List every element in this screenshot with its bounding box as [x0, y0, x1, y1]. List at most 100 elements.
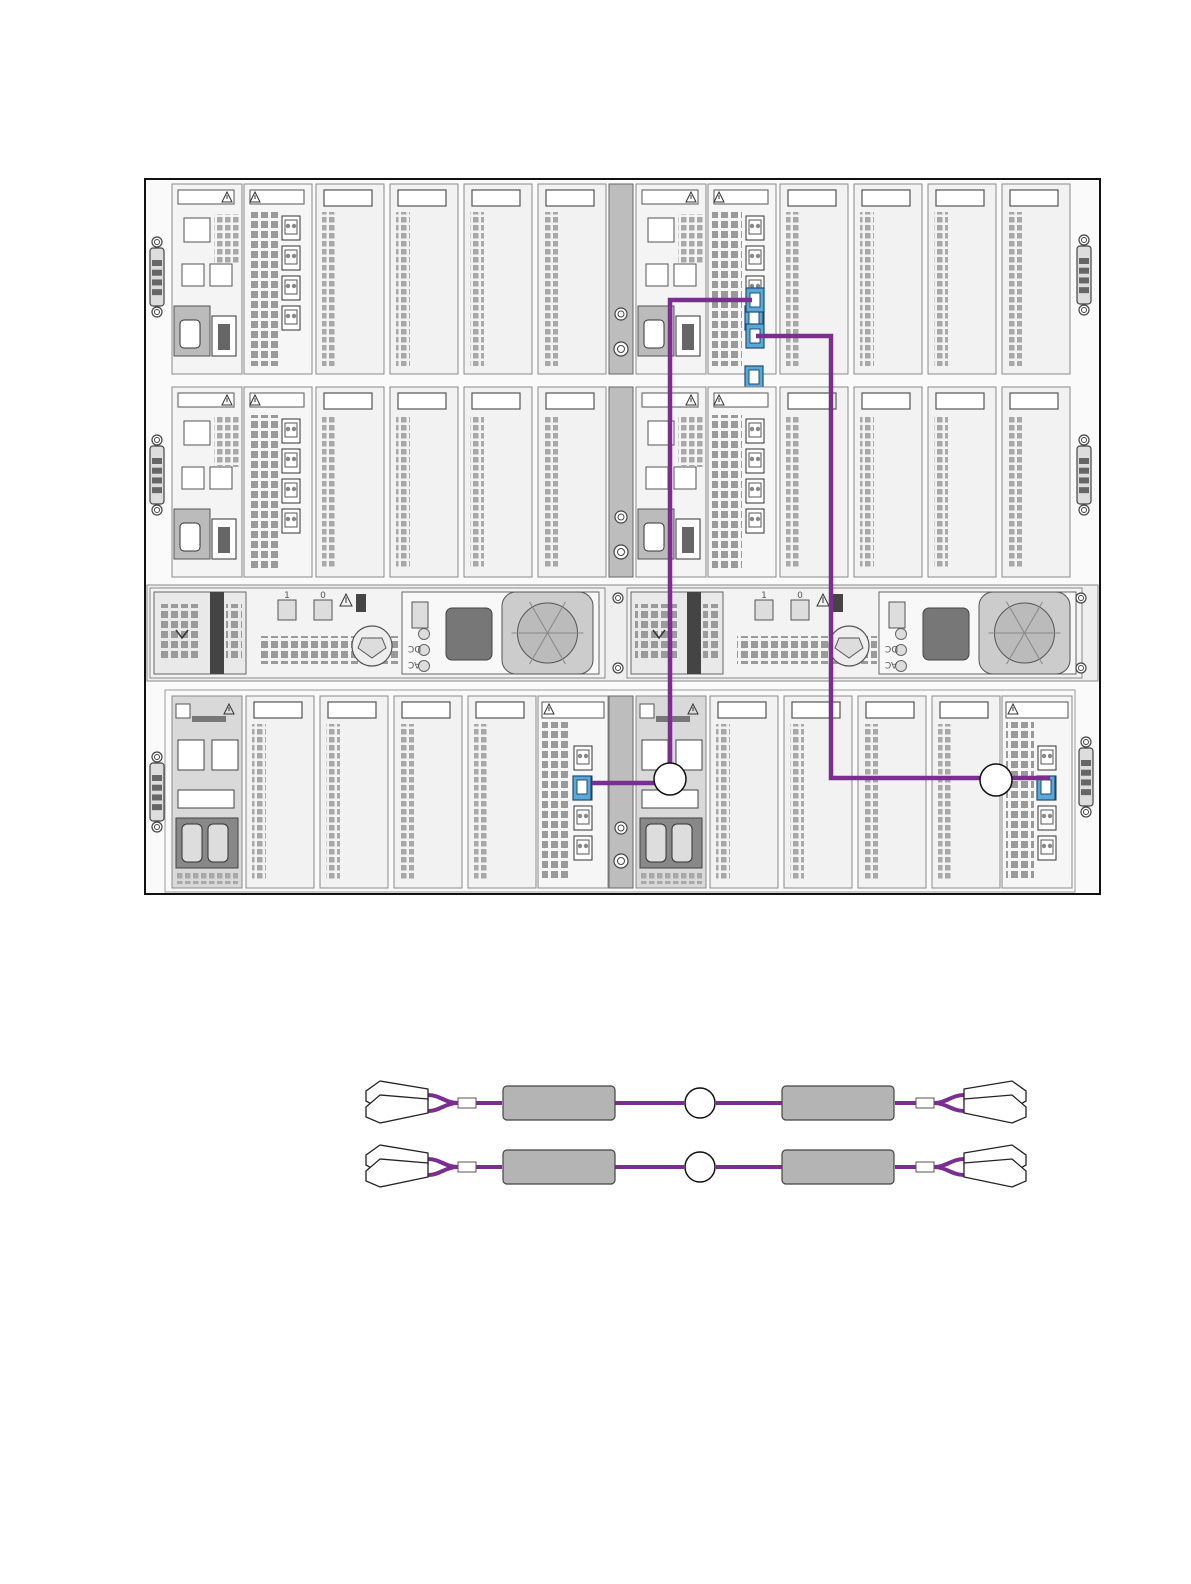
ethernet-port-icon	[182, 264, 204, 286]
bottom-controller	[172, 696, 242, 888]
blank-module	[538, 387, 606, 577]
screw-icon	[613, 593, 623, 603]
vent-column	[326, 724, 340, 880]
module-latch	[1006, 702, 1068, 718]
switch-label-off: 0	[320, 591, 326, 601]
cable-legend	[366, 1081, 1026, 1187]
blank-module	[854, 184, 922, 374]
blank-module	[1002, 184, 1070, 374]
vent-column	[938, 724, 952, 880]
blank-module	[464, 184, 532, 374]
module-latch	[472, 190, 520, 206]
blank-module	[390, 387, 458, 577]
screw-icon	[1079, 505, 1089, 515]
module-latch	[546, 190, 594, 206]
module-latch	[398, 190, 446, 206]
vent-column	[396, 415, 410, 569]
bottom-io-module	[538, 696, 608, 888]
module-latch	[1010, 393, 1058, 409]
module-latch	[546, 393, 594, 409]
ethernet-port-icon	[674, 467, 696, 489]
cable-callout-circle	[685, 1088, 715, 1118]
screw-icon	[1079, 305, 1089, 315]
screw-icon	[1081, 737, 1091, 747]
legend-cable-1	[366, 1081, 1026, 1123]
callout-circle-1	[654, 763, 686, 795]
screw-icon	[152, 435, 162, 445]
usb-port-icon	[178, 790, 234, 808]
power-switch-icon	[755, 600, 773, 620]
screw-icon	[614, 545, 628, 559]
screw-icon	[1079, 235, 1089, 245]
ethernet-port-icon	[184, 421, 210, 445]
blank-module	[854, 387, 922, 577]
lc-connector-icon	[964, 1081, 1026, 1123]
switch-label-on: 1	[761, 591, 767, 601]
blank-module	[928, 387, 996, 577]
controller-row-2	[172, 387, 1070, 577]
blank-module	[710, 696, 778, 888]
module-latch	[398, 393, 446, 409]
callout-circle-2	[980, 764, 1012, 796]
screw-icon	[152, 237, 162, 247]
blank-module	[468, 696, 536, 888]
module-latch	[324, 190, 372, 206]
blank-module	[316, 184, 384, 374]
blank-module	[320, 696, 388, 888]
module-latch	[254, 702, 302, 718]
vent-column	[470, 212, 484, 366]
vent-column	[1008, 212, 1022, 366]
handle-icon	[150, 446, 164, 504]
status-led-icon	[419, 629, 430, 640]
screw-icon	[615, 308, 627, 320]
power-row: 10DCAC10DCAC	[147, 585, 1098, 681]
power-inlet-icon	[446, 608, 492, 660]
blank-module	[858, 696, 926, 888]
handle-icon	[1079, 748, 1093, 806]
module-latch	[940, 702, 988, 718]
screw-icon	[152, 307, 162, 317]
screw-icon	[1079, 435, 1089, 445]
ethernet-port-icon	[674, 264, 696, 286]
screw-icon	[1081, 807, 1091, 817]
blank-module	[394, 696, 462, 888]
blank-module	[780, 387, 848, 577]
release-lever	[210, 592, 224, 674]
vent-column	[544, 415, 558, 569]
io-module	[708, 184, 776, 390]
module-latch	[936, 190, 984, 206]
module-latch	[542, 702, 604, 718]
module-latch	[1010, 190, 1058, 206]
ethernet-port-icon	[646, 264, 668, 286]
module-latch	[718, 702, 766, 718]
module-latch	[788, 190, 836, 206]
vent-column	[790, 724, 804, 880]
cable-boot	[458, 1098, 476, 1108]
cable-boot	[916, 1098, 934, 1108]
vent-column	[934, 212, 948, 366]
power-switch-icon	[791, 600, 809, 620]
release-lever	[687, 592, 701, 674]
vent-column	[474, 724, 488, 880]
screw-icon	[614, 854, 628, 868]
module-latch	[324, 393, 372, 409]
lc-connector-icon	[366, 1145, 428, 1187]
bottom-row	[165, 690, 1075, 892]
vent-column	[864, 724, 878, 880]
ethernet-port-icon	[210, 467, 232, 489]
switch-label-on: 1	[284, 591, 290, 601]
vent-column	[396, 212, 410, 366]
transceiver-body	[782, 1150, 894, 1184]
screw-icon	[613, 663, 623, 673]
handle-icon	[150, 248, 164, 306]
vent-column	[252, 724, 266, 880]
cable-callout-circle	[685, 1152, 715, 1182]
cable-boot	[458, 1162, 476, 1172]
ethernet-port-icon	[646, 467, 668, 489]
screw-icon	[1076, 663, 1086, 673]
blank-module	[246, 696, 314, 888]
latch-icon	[356, 594, 366, 612]
vent-column	[860, 415, 874, 569]
blank-module	[464, 387, 532, 577]
